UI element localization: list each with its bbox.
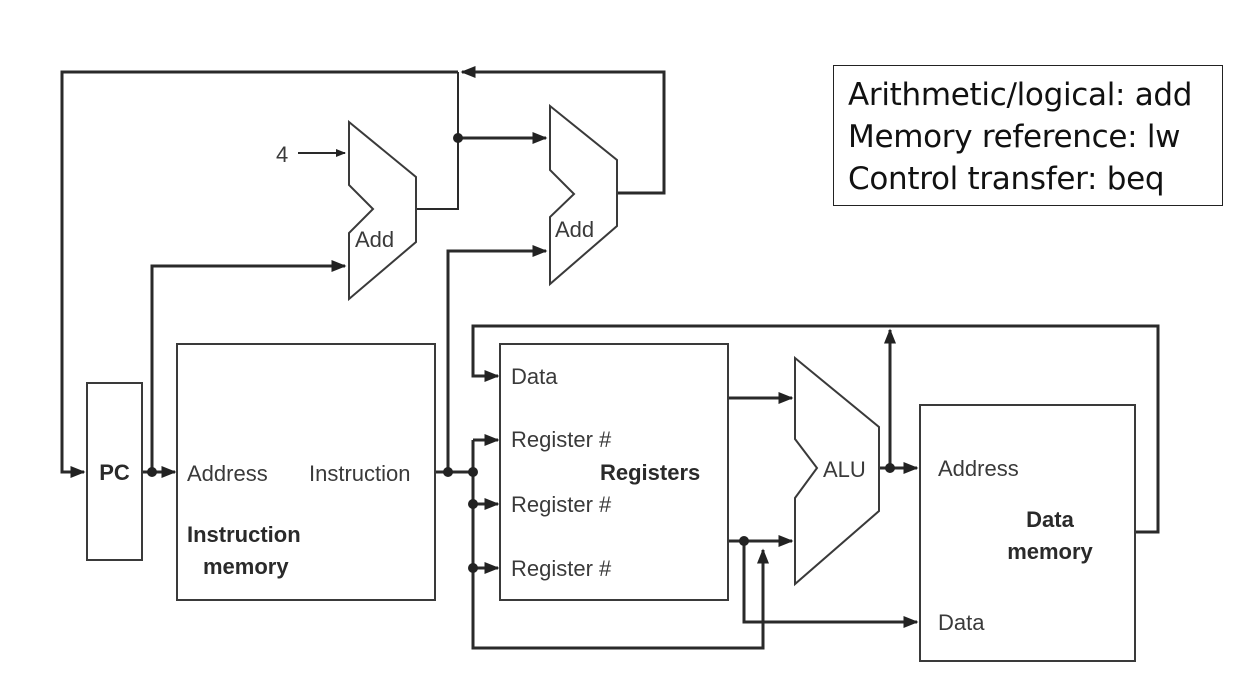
imem-instruction-port: Instruction xyxy=(309,461,411,486)
dmem-data-port: Data xyxy=(938,610,985,635)
data-memory: Address Data memory Data xyxy=(919,404,1136,662)
register-file: Data Register # Registers Register # Reg… xyxy=(499,343,729,601)
dmem-address-port: Address xyxy=(938,456,1019,481)
junction-dot xyxy=(468,499,478,509)
wire-writeback-to-reg-data xyxy=(471,324,1160,534)
wire-next-pc-to-pc xyxy=(60,70,458,478)
imem-address-port: Address xyxy=(187,461,268,486)
wire-pc-to-adder xyxy=(150,260,347,472)
pc-register: PC xyxy=(86,382,143,561)
reg-port-1: Register # xyxy=(511,427,612,452)
junction-dot xyxy=(468,563,478,573)
branch-adder: Add xyxy=(549,103,618,287)
imem-title-line2: memory xyxy=(203,554,289,579)
pc-adder: Add xyxy=(348,119,417,302)
instruction-class-legend: Arithmetic/logical: add Memory reference… xyxy=(833,65,1223,206)
branch-adder-label: Add xyxy=(555,217,594,242)
wire-reg-out2-to-dmem-data xyxy=(742,541,919,628)
registers-title: Registers xyxy=(600,460,700,485)
wire-instruction-to-branch-adder xyxy=(446,245,548,472)
alu-label: ALU xyxy=(823,457,866,482)
alu: ALU xyxy=(794,355,880,587)
instruction-memory: Address Instruction Instruction memory xyxy=(176,343,436,601)
junction-dot xyxy=(885,463,895,473)
junction-dot xyxy=(443,467,453,477)
junction-dot xyxy=(468,467,478,477)
legend-line-memory: Memory reference: lw xyxy=(848,119,1181,155)
wire-branch-adder-out xyxy=(460,66,666,195)
dmem-title-line2: memory xyxy=(1007,539,1093,564)
junction-dot xyxy=(147,467,157,477)
dmem-title-line1: Data xyxy=(1026,507,1074,532)
constant-four-label: 4 xyxy=(276,142,288,167)
imem-title-line1: Instruction xyxy=(187,522,301,547)
junction-dot xyxy=(739,536,749,546)
reg-data-port: Data xyxy=(511,364,558,389)
legend-line-control: Control transfer: beq xyxy=(848,161,1165,197)
pc-label: PC xyxy=(99,460,130,485)
reg-port-2: Register # xyxy=(511,492,612,517)
junction-dot xyxy=(453,133,463,143)
pc-adder-label: Add xyxy=(355,227,394,252)
legend-line-arithmetic: Arithmetic/logical: add xyxy=(848,77,1193,113)
reg-port-3: Register # xyxy=(511,556,612,581)
wire-instruction-vertical xyxy=(471,440,769,650)
wire-pc-adder-out xyxy=(416,72,459,210)
